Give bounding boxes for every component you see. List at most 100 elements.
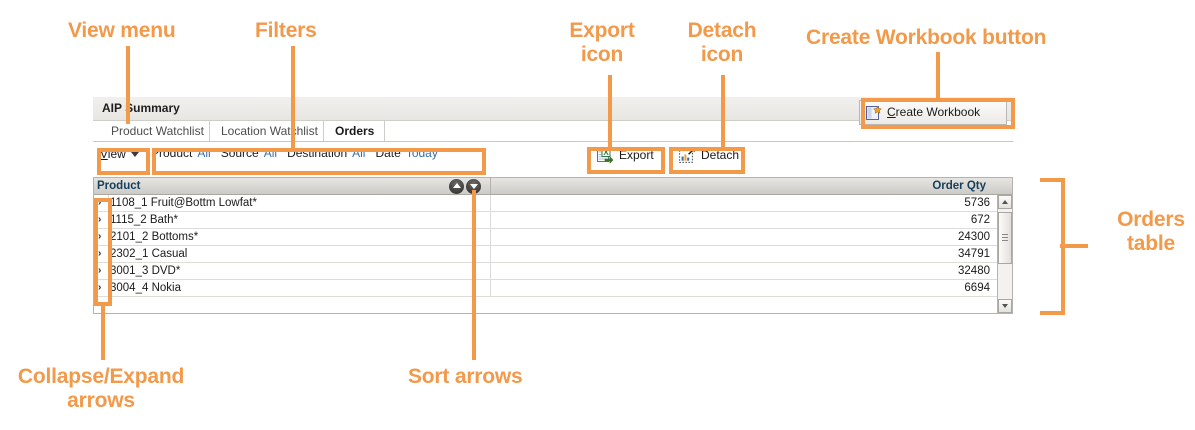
panel-title: AIP Summary [102,101,180,115]
view-menu-label-accel: V [100,147,108,161]
annotation-filters: Filters [255,19,317,42]
create-workbook-button[interactable]: Create Workbook [859,100,1007,125]
column-header-order-qty[interactable]: Order Qty [932,180,986,192]
column-header-product[interactable]: Product [97,180,141,192]
sort-ascending-button[interactable] [449,179,464,194]
scrollbar-grip-icon [1002,234,1008,235]
collapse-expand-arrow-cell[interactable]: › [94,212,108,228]
view-menu-label: iew [107,147,126,161]
filter-label-product: Product [151,146,193,160]
cell-product: 3001_3 DVD* [110,265,181,277]
table-body: › 1108_1 Fruit@Bottm Lowfat* 5736 › 1115… [94,195,1012,313]
tab-product-watchlist[interactable]: Product Watchlist [100,121,210,142]
view-menu-button[interactable]: View [100,147,139,161]
cell-product: 3004_4 Nokia [110,282,181,294]
collapse-expand-arrow-cell[interactable]: › [94,263,108,279]
tab-location-watchlist[interactable]: Location Watchlist [210,121,324,142]
tabstrip-divider [93,141,1013,142]
filter-bar: Product All Source All Destination All Date Tod… [151,146,438,166]
row-divider [108,195,109,212]
annotation-collapse-expand-arrows: Collapse/Expand arrows [17,365,185,412]
leader-create-workbook [936,52,940,98]
collapse-expand-arrow-cell[interactable]: › [94,229,108,245]
cell-order-qty: 672 [970,214,990,226]
detach-button[interactable]: Detach [676,145,746,166]
table-row[interactable]: › 3004_4 Nokia 6694 [94,280,1012,297]
expand-arrow-icon[interactable]: › [98,282,102,293]
filter-value-source[interactable]: All [263,146,278,160]
leader-filters [291,46,295,148]
create-workbook-label-accel: C [887,105,896,119]
chevron-up-icon [452,183,461,188]
chevron-down-icon [130,152,139,158]
svg-text:X: X [603,148,609,157]
row-divider [108,229,109,246]
export-button[interactable]: X Export [594,145,660,166]
cell-order-qty: 6694 [964,282,990,294]
expand-arrow-icon[interactable]: › [98,197,102,208]
row-divider [490,246,491,263]
cell-order-qty: 32480 [958,265,990,277]
cell-order-qty: 5736 [964,197,990,209]
scroll-down-button[interactable] [998,299,1012,313]
expand-arrow-icon[interactable]: › [98,265,102,276]
cell-product: 2101_2 Bottoms* [110,231,199,243]
row-divider [490,263,491,280]
annotation-create-workbook-button: Create Workbook button [806,26,1047,49]
expand-arrow-icon[interactable]: › [98,231,102,242]
scroll-up-button[interactable] [998,195,1012,209]
create-workbook-label: reate Workbook [895,105,981,119]
table-row[interactable]: › 1108_1 Fruit@Bottm Lowfat* 5736 [94,195,1012,212]
export-icon: X [597,148,614,164]
aip-summary-panel: AIP Summary Product Watchlist Location W… [93,97,1013,314]
collapse-expand-arrow-cell[interactable]: › [94,280,108,296]
tab-orders[interactable]: Orders [324,121,385,142]
filter-value-date[interactable]: Today [405,146,438,160]
row-divider [108,280,109,297]
toolbar: View Product All Source All Destination All Da… [93,143,1013,170]
create-workbook-icon [866,105,882,121]
row-divider [490,212,491,229]
annotation-sort-arrows: Sort arrows [408,365,523,388]
triangle-up-icon [1002,200,1008,204]
filter-value-product[interactable]: All [197,146,211,160]
leader-collapse-expand [101,306,105,360]
collapse-expand-arrow-cell[interactable]: › [94,246,108,262]
vertical-scrollbar[interactable] [997,195,1012,313]
row-divider [108,212,109,229]
table-row[interactable]: › 2101_2 Bottoms* 24300 [94,229,1012,246]
leader-view-menu [126,46,130,124]
cell-product: 1108_1 Fruit@Bottm Lowfat* [110,197,257,209]
table-row[interactable]: › 1115_2 Bath* 672 [94,212,1012,229]
sort-descending-button[interactable] [466,179,481,194]
leader-sort-arrows [472,190,476,360]
header-column-divider [490,178,491,194]
row-divider [108,263,109,280]
detach-icon [679,148,695,164]
collapse-expand-arrow-cell[interactable]: › [94,195,108,211]
orders-table: Product Order Qty › 1108_1 Fruit@Bottm L… [93,177,1013,314]
filter-label-source: Source [220,146,259,160]
sort-arrows [449,179,485,194]
cell-product: 2302_1 Casual [110,248,188,260]
scrollbar-thumb[interactable] [998,212,1012,264]
table-row[interactable]: › 3001_3 DVD* 32480 [94,263,1012,280]
export-button-label: Export [619,148,654,162]
filter-label-destination: Destination [287,146,348,160]
chevron-down-icon [469,184,478,189]
table-row[interactable]: › 2302_1 Casual 34791 [94,246,1012,263]
annotation-view-menu: View menu [68,19,176,42]
filter-label-date: Date [375,146,401,160]
annotation-detach-icon: Detach icon [687,19,757,66]
row-divider [490,280,491,297]
cell-product: 1115_2 Bath* [110,214,178,226]
leader-detach-icon [721,75,725,147]
triangle-down-icon [1002,304,1008,308]
annotation-export-icon: Export icon [569,19,635,66]
row-divider [490,229,491,246]
row-divider [490,195,491,212]
expand-arrow-icon[interactable]: › [98,248,102,259]
filter-value-destination[interactable]: All [352,146,366,160]
leader-export-icon [608,75,612,147]
expand-arrow-icon[interactable]: › [98,214,102,225]
